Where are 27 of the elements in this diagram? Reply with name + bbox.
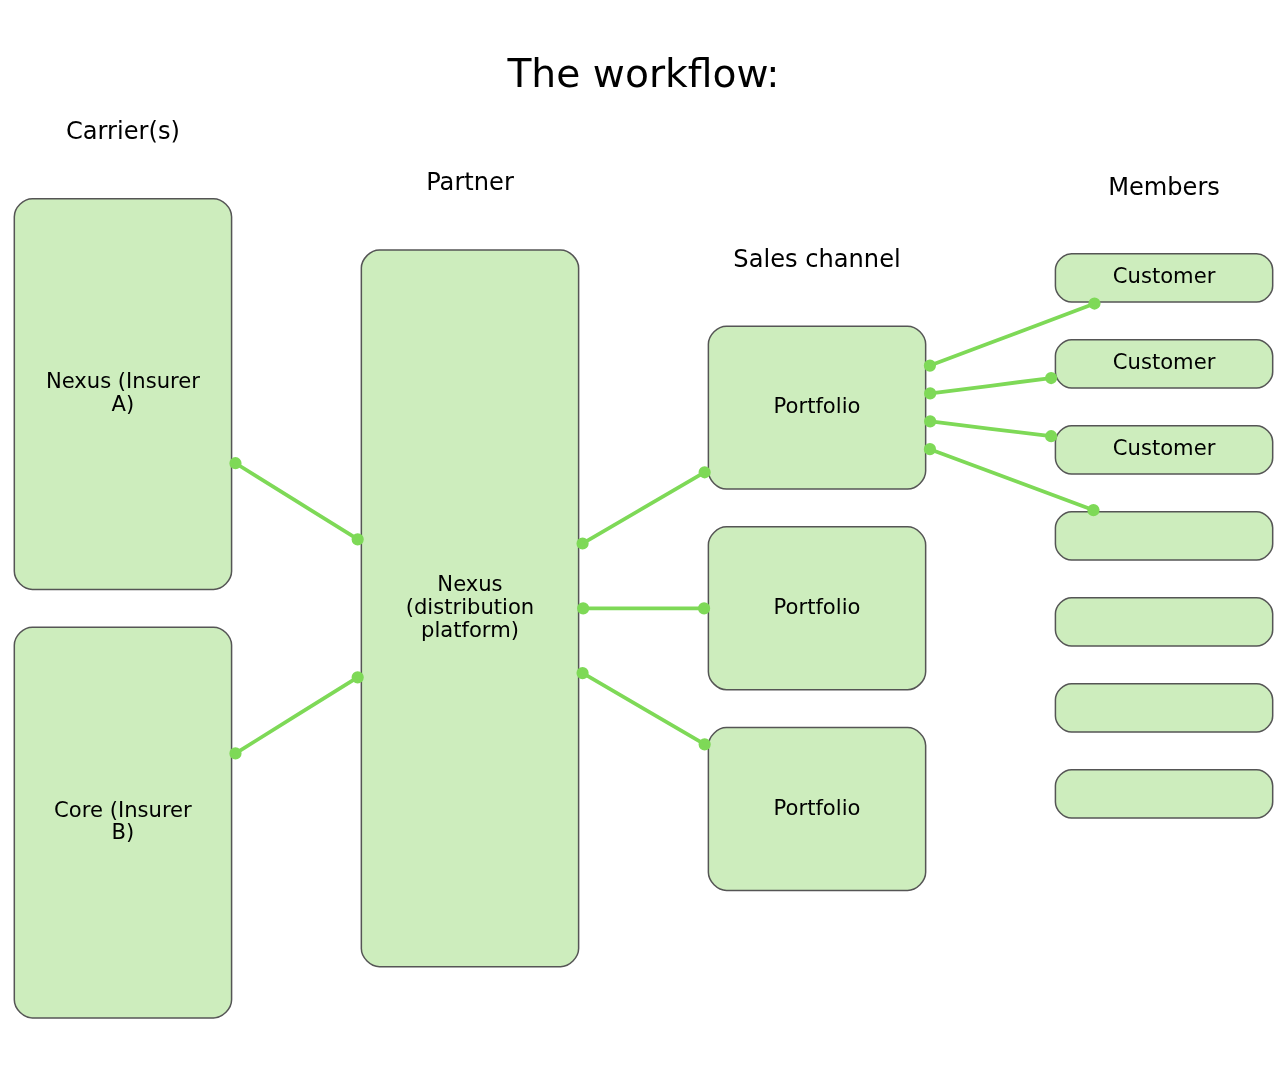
connector xyxy=(576,667,711,751)
connector xyxy=(229,457,364,546)
connector xyxy=(577,602,711,615)
node-box xyxy=(1054,769,1274,819)
node-box: Customer xyxy=(1054,425,1274,475)
connector xyxy=(923,443,1100,517)
label: Sales channel xyxy=(733,245,901,274)
node-box: Portfolio xyxy=(707,726,927,892)
connector xyxy=(576,466,711,550)
node-box: Portfolio xyxy=(707,325,927,490)
node-box xyxy=(1054,683,1274,733)
connector xyxy=(924,415,1058,443)
connector xyxy=(924,371,1058,400)
node-box: Portfolio xyxy=(707,526,927,691)
label: Partner xyxy=(426,168,514,197)
label: Carrier(s) xyxy=(65,116,180,145)
connector xyxy=(923,297,1101,372)
node-box: Core (Insurer B) xyxy=(13,626,233,1019)
node-box xyxy=(1054,597,1274,647)
node-box: Customer xyxy=(1054,339,1274,389)
diagram-title: The workflow: xyxy=(507,51,780,97)
node-box: Nexus (Insurer A) xyxy=(13,197,233,591)
node-box: Customer xyxy=(1054,252,1274,303)
node-box xyxy=(1054,511,1274,561)
connector xyxy=(229,671,364,760)
node-box: Nexus (distribution platform) xyxy=(360,249,580,968)
label: Members xyxy=(1108,172,1220,201)
